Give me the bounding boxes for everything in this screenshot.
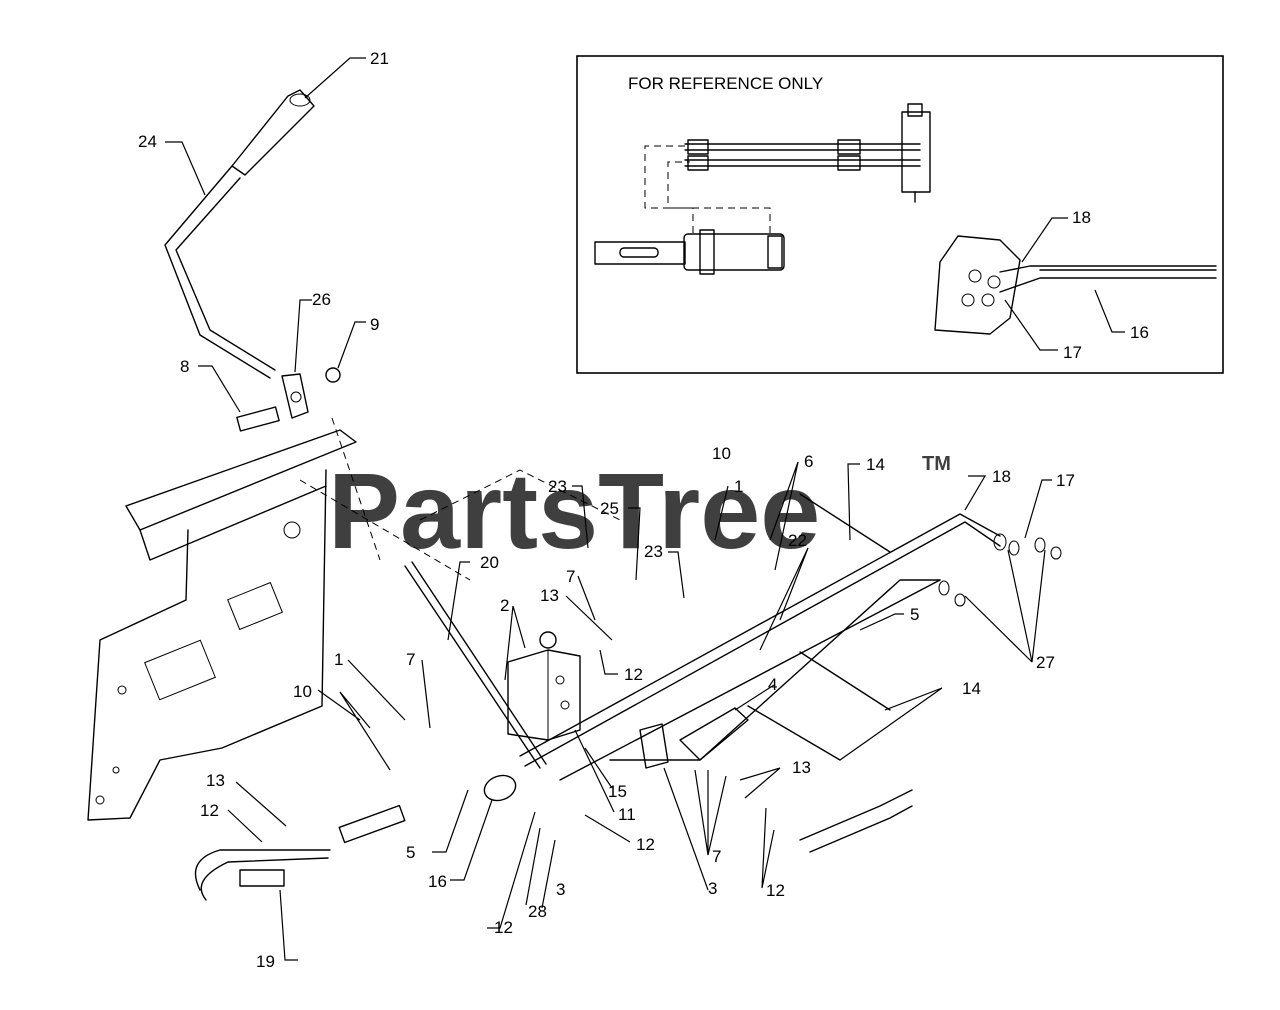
callout-8: 8 [180, 357, 189, 376]
callout-22: 22 [788, 531, 807, 550]
callout-3-middle: 3 [556, 880, 565, 899]
callout-10-left: 10 [293, 682, 312, 701]
callout-5-right: 5 [910, 605, 919, 624]
inset-hoses [684, 103, 931, 203]
inset-valve [934, 235, 1217, 335]
inset-callout-18: 18 [1072, 208, 1091, 227]
callout-5-left: 5 [406, 843, 415, 862]
callout-23-right: 23 [644, 542, 663, 561]
callout-12-right: 12 [766, 881, 785, 900]
callout-12-upper: 12 [624, 665, 643, 684]
inset-cylinder [594, 229, 785, 275]
callout-1-left: 1 [334, 650, 343, 669]
callout-11: 11 [618, 805, 636, 824]
lower-hoses [194, 789, 913, 901]
callout-13-right: 13 [792, 758, 811, 777]
frame-plate [87, 429, 357, 821]
callout-27: 27 [1036, 653, 1055, 672]
callout-20: 20 [480, 553, 499, 572]
watermark-text: PartsTree [328, 450, 820, 571]
callout-21: 21 [370, 49, 389, 68]
callout-10-upper: 10 [712, 444, 731, 463]
leaders [165, 57, 1052, 961]
callout-24: 24 [138, 132, 157, 151]
watermark-tm: TM [922, 453, 951, 475]
inset-title: FOR REFERENCE ONLY [628, 74, 823, 93]
callout-13-left: 13 [206, 771, 225, 790]
callout-12-lower: 12 [494, 918, 513, 937]
callout-9: 9 [370, 315, 379, 334]
callout-23-left: 23 [548, 477, 567, 496]
callout-28: 28 [528, 902, 547, 921]
callout-18: 18 [992, 467, 1011, 486]
callout-4: 4 [768, 675, 777, 694]
callout-12-middle: 12 [636, 835, 655, 854]
callout-16: 16 [428, 872, 447, 891]
callout-19: 19 [256, 952, 275, 971]
callouts: 21 24 26 9 8 10 6 14 18 17 1 23 25 7 23 … [138, 49, 1075, 971]
callout-1-upper: 1 [734, 477, 743, 496]
callout-26: 26 [312, 290, 331, 309]
callout-14-lower: 14 [962, 679, 981, 698]
callout-17: 17 [1056, 471, 1075, 490]
reference-inset: FOR REFERENCE ONLY [576, 55, 1224, 374]
inset-callout-16: 16 [1130, 323, 1149, 342]
callout-2: 2 [500, 596, 509, 615]
callout-13-upper: 13 [540, 586, 559, 605]
hydraulic-lines [519, 513, 1062, 781]
inset-callout-17: 17 [1063, 343, 1082, 362]
watermark: PartsTree TM [328, 450, 951, 571]
control-lever [164, 89, 315, 379]
callout-7-upper: 7 [566, 567, 575, 586]
lever-bracket [236, 367, 341, 432]
callout-25: 25 [600, 499, 619, 518]
callout-7-left: 7 [406, 650, 415, 669]
valve-block [507, 631, 581, 741]
callout-3-right: 3 [708, 879, 717, 898]
callout-6: 6 [804, 452, 813, 471]
callout-7-lower: 7 [712, 847, 721, 866]
callout-14-upper: 14 [866, 455, 885, 474]
callout-12-left: 12 [200, 801, 219, 820]
callout-15: 15 [608, 782, 627, 801]
